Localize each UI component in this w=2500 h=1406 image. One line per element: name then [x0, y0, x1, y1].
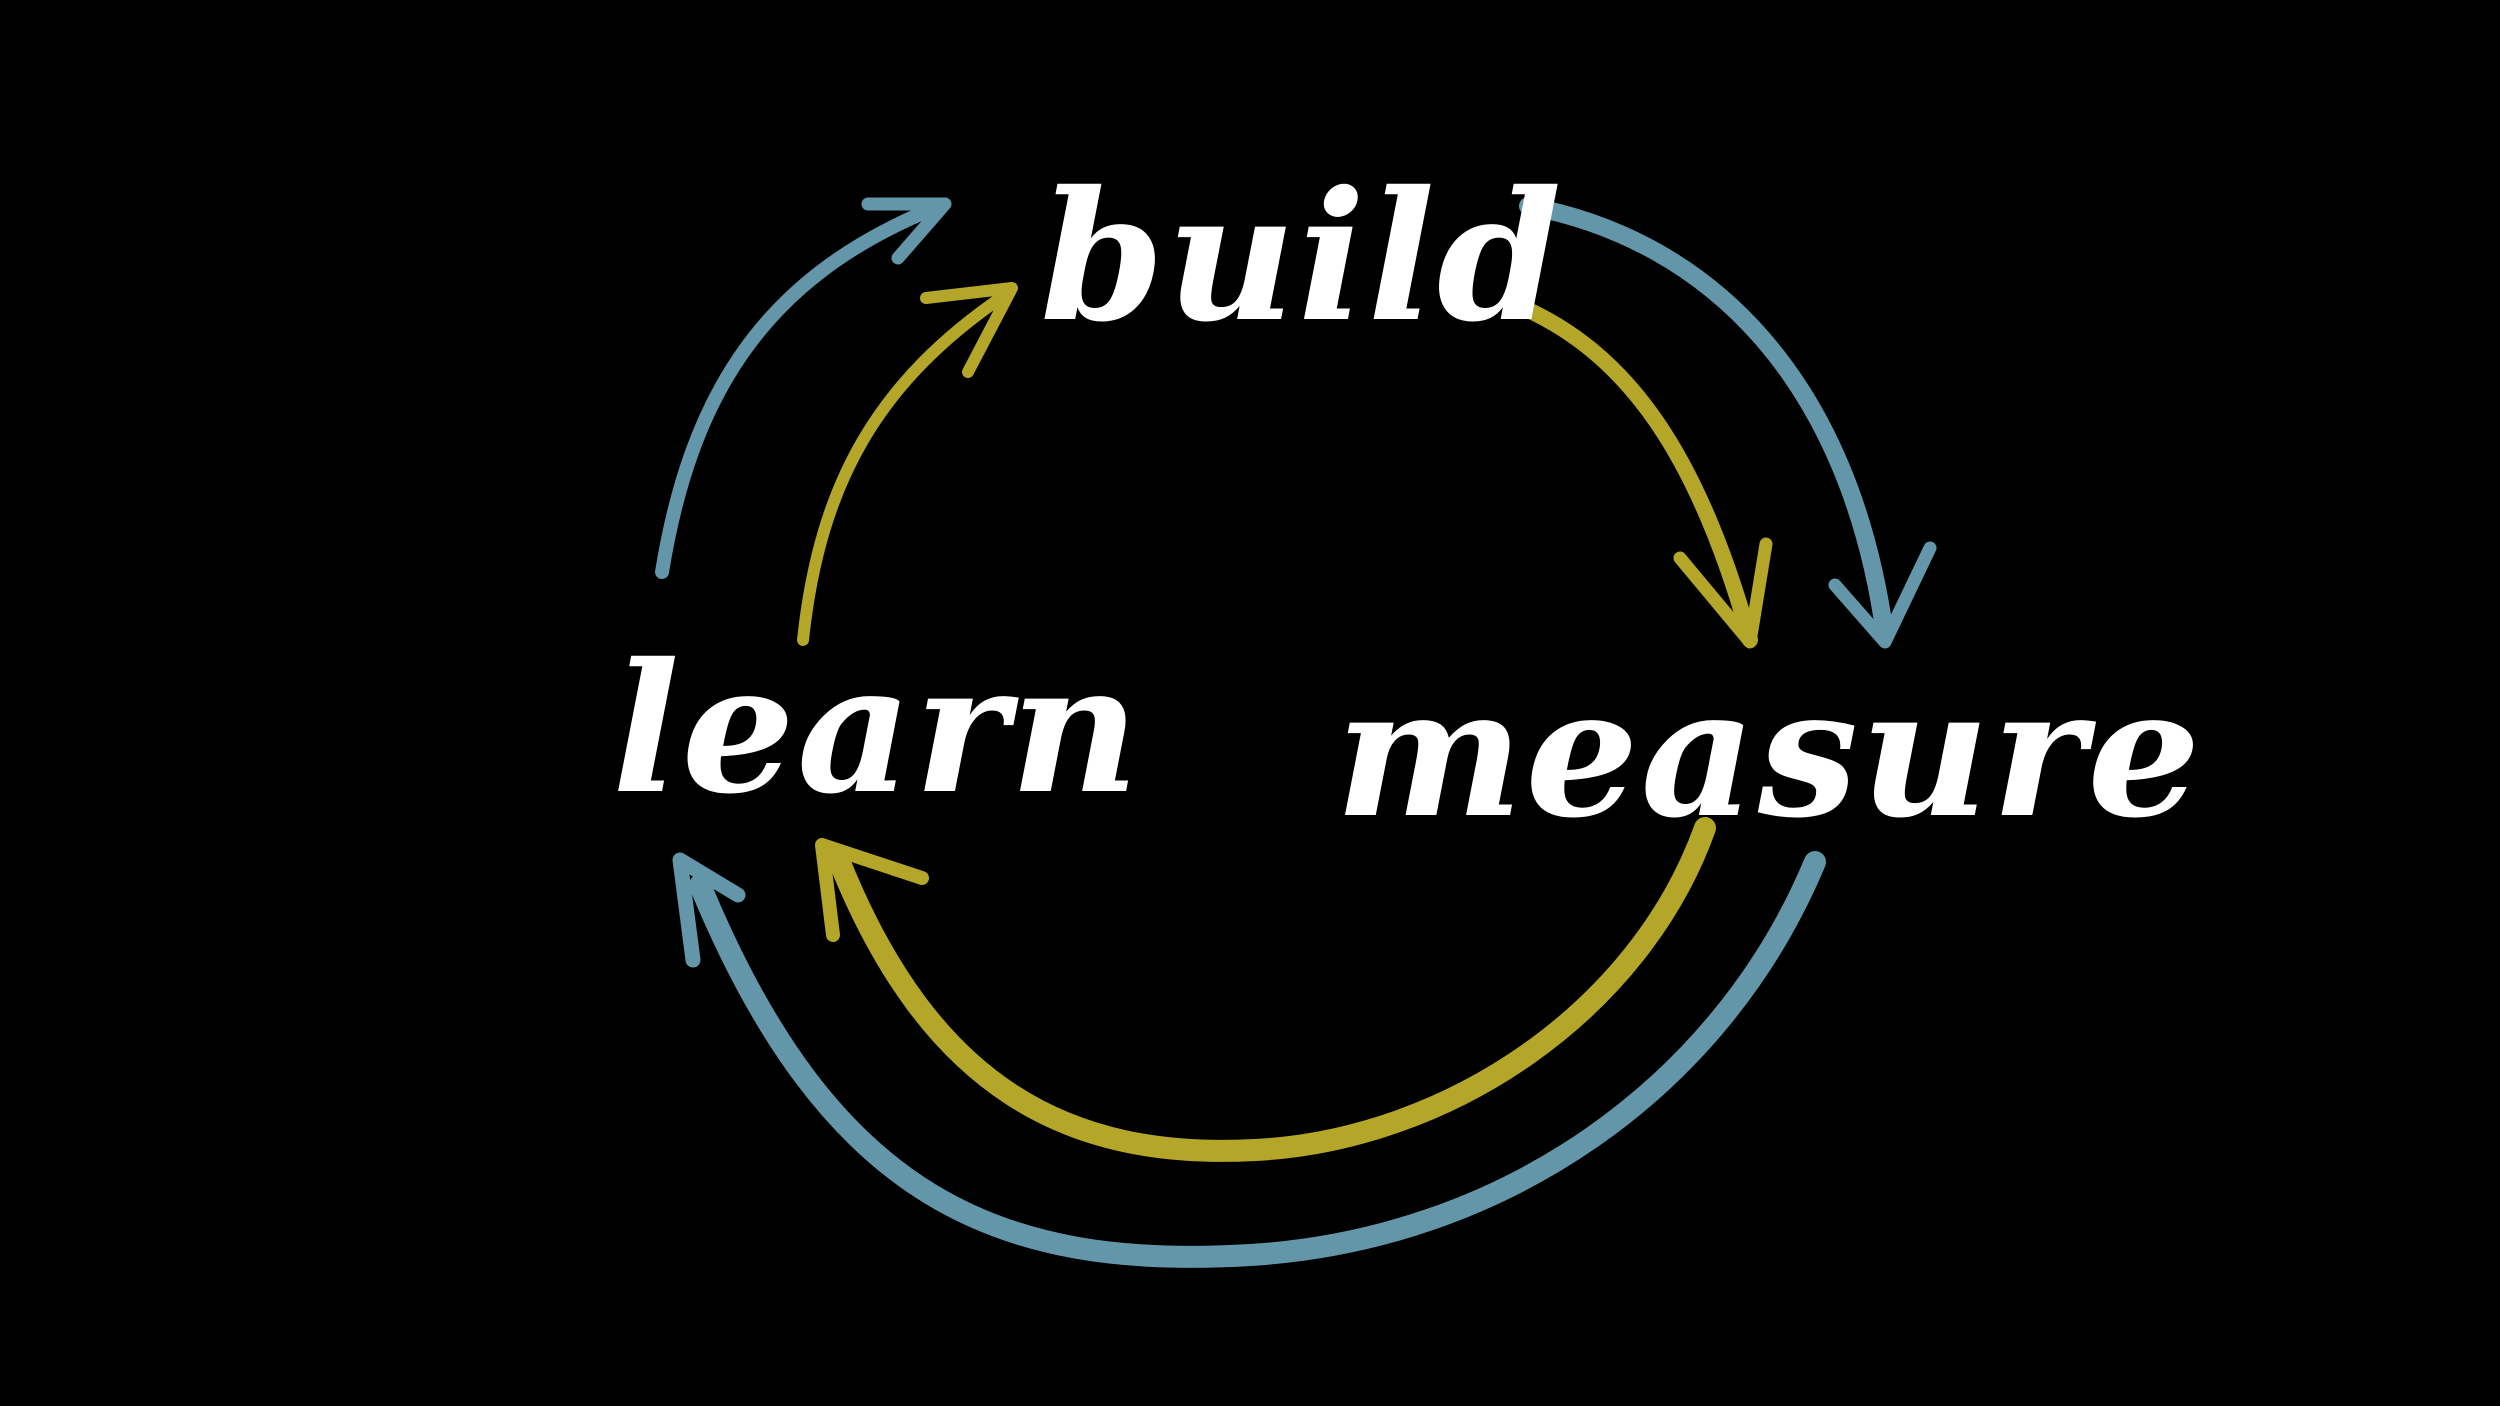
arrow-shaft: [827, 817, 1716, 1162]
arrow-measure-to-learn-outer: [672, 851, 1826, 1268]
arrow-head: [1828, 541, 1937, 649]
arrow-head: [815, 838, 929, 942]
node-learn-label: learn: [612, 624, 1142, 833]
arrow-shaft: [797, 289, 1011, 646]
arrow-shaft: [1504, 295, 1758, 648]
arrow-learn-to-build-outer: [655, 197, 952, 579]
arrow-learn-to-build-inner: [797, 282, 1018, 646]
arrow-head: [861, 197, 952, 265]
arrow-measure-to-learn-inner: [815, 817, 1716, 1162]
arrow-head: [1673, 537, 1773, 649]
node-build-label: build: [1040, 152, 1564, 361]
arrow-shaft: [1519, 197, 1894, 644]
arrow-head: [920, 282, 1018, 378]
arrow-shaft: [689, 851, 1826, 1268]
arrow-build-to-measure-inner: [1504, 295, 1773, 649]
arrow-build-to-measure-outer: [1519, 197, 1937, 649]
arrow-shaft: [655, 203, 937, 579]
arrow-head: [672, 852, 746, 968]
node-measure-label: measure: [1335, 648, 2203, 857]
